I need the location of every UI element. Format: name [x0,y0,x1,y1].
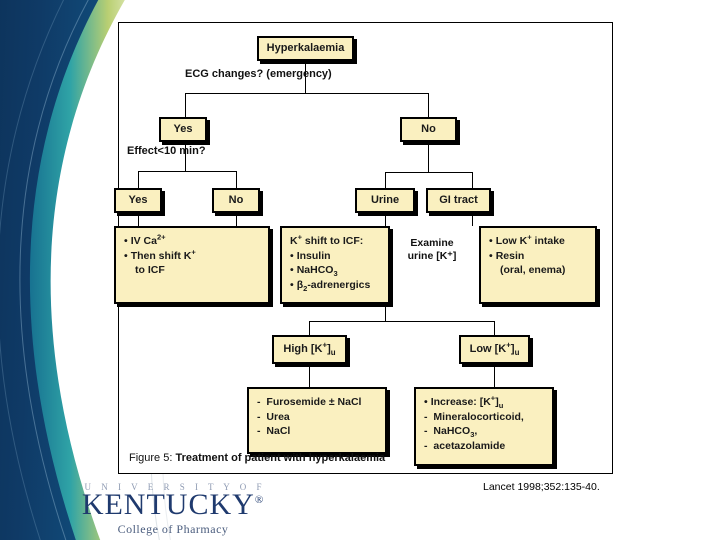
node-low-ku[interactable]: Low [K+]u [459,335,530,364]
connector-gi-down [472,172,473,188]
connector-effect-split [138,171,236,172]
uk-logo-university: U N I V E R S I T Y O F [84,482,266,492]
node-effect-yes-label: Yes [128,193,148,206]
connector-ecgyes-down [185,93,186,117]
connector-effectyes-down [138,171,139,188]
node-effect-no[interactable]: No [212,188,260,213]
connector-lowku-down [494,321,495,335]
list-item: •Then shift K+ [124,247,196,262]
detail-box-gi-tract[interactable]: •Low K+ intake •Resin (oral, enema) [479,226,597,304]
list-item: •Low K+ intake [489,232,565,247]
node-ecg-yes-label: Yes [173,122,193,135]
connector-highku-to-detail [309,364,310,387]
figure-caption-title: Treatment of patient with hyperkalaemia [172,452,386,464]
figure-frame: Hyperkalaemia ECG changes? (emergency) Y… [114,22,613,474]
node-high-ku[interactable]: High [K+]u [272,335,347,364]
detail-box-k-shift-icf[interactable]: K+ shift to ICF: •Insulin •NaHCO3 •β2-ad… [280,226,390,304]
citation-text: Lancet 1998;352:135-40. [483,481,600,493]
connector-effectno-down [236,171,237,188]
figure-caption: Figure 5: Treatment of patient with hype… [129,452,385,464]
node-effect-yes[interactable]: Yes [114,188,162,213]
bullet-icon: • [124,249,128,262]
bullet-icon: • [290,264,294,277]
bullet-icon: • [489,249,493,262]
list-item: - Mineralocorticoid, [424,410,524,423]
connector-effectyes-to-detail [138,213,139,226]
bullet-icon: • [489,235,493,247]
node-hyperkalaemia[interactable]: Hyperkalaemia [257,36,354,61]
list-item: •Resin [489,249,525,262]
bullet-icon: • [424,396,428,408]
detail-box-fast-acting[interactable]: •IV Ca2+ •Then shift K+ to ICF [114,226,270,304]
node-gi-tract-label: GI tract [439,193,478,206]
dash-icon: - [424,410,431,423]
detail-header: K+ shift to ICF: [290,232,364,247]
list-item: - acetazolamide [424,439,506,452]
connector-urinegi-split [385,172,472,173]
list-item: •IV Ca2+ [124,232,166,247]
list-item: •Increase: [K+]u [424,393,504,411]
bullet-icon: • [124,235,128,247]
label-examine-line1: Examine [410,237,454,249]
node-low-ku-label: Low [K+]u [469,339,520,357]
dash-icon: - [257,410,264,423]
dash-icon: - [424,439,431,452]
connector-ku-split [309,321,494,322]
node-high-ku-label: High [K+]u [283,339,336,357]
uk-logo: U N I V E R S I T Y O F KENTUCKY® Colleg… [58,482,288,537]
dash-icon: - [257,396,264,408]
list-item: •β2-adrenergics [290,278,371,293]
bullet-icon: • [290,278,294,291]
list-item: to ICF [135,264,165,277]
list-item: - Urea [257,410,290,423]
list-item: - Furosemide ± NaCl [257,396,362,408]
uk-logo-college: College of Pharmacy [117,521,229,536]
connector-root-down [305,61,306,93]
bullet-icon: • [290,249,294,262]
list-item: •Insulin [290,249,331,262]
label-ecg-question: ECG changes? (emergency) [185,68,332,80]
label-examine-line2: urine [K⁺] [407,250,457,263]
connector-gi-to-detail [472,213,473,226]
detail-box-low-ku-treatment[interactable]: •Increase: [K+]u - Mineralocorticoid, - … [414,387,554,466]
list-item: - NaCl [257,425,291,438]
detail-box-high-ku-treatment[interactable]: - Furosemide ± NaCl - Urea - NaCl [247,387,387,454]
connector-ecgyes-to-effect [185,142,186,171]
node-gi-tract[interactable]: GI tract [426,188,491,213]
node-urine-label: Urine [370,193,400,206]
uk-logo-name-text: KENTUCKY [81,488,255,521]
dash-icon: - [424,425,431,438]
list-item: (oral, enema) [500,264,566,277]
connector-level1-split [185,93,428,94]
uk-logo-name: KENTUCKY® [58,488,288,521]
label-examine-urine: Examine urine [K⁺] [397,237,467,263]
node-ecg-yes[interactable]: Yes [159,117,207,142]
node-ecg-no[interactable]: No [400,117,457,142]
node-ecg-no-label: No [421,122,436,135]
node-effect-no-label: No [228,193,244,206]
flowchart: Hyperkalaemia ECG changes? (emergency) Y… [114,23,612,473]
node-urine[interactable]: Urine [355,188,415,213]
connector-ecgno-down [428,93,429,117]
dash-icon: - [257,425,264,438]
connector-lowku-to-detail [494,364,495,387]
connector-effectno-to-detail [236,213,237,226]
registered-trademark-icon: ® [254,494,265,506]
label-effect-question: Effect<10 min? [127,145,206,157]
figure-caption-number: Figure 5: [129,452,173,464]
node-hyperkalaemia-label: Hyperkalaemia [266,41,345,54]
connector-urine-down [385,172,386,188]
list-item: - NaHCO3, [424,425,478,440]
connector-highku-down [309,321,310,335]
connector-ecgno-to-split [428,142,429,172]
list-item: •NaHCO3 [290,264,338,279]
